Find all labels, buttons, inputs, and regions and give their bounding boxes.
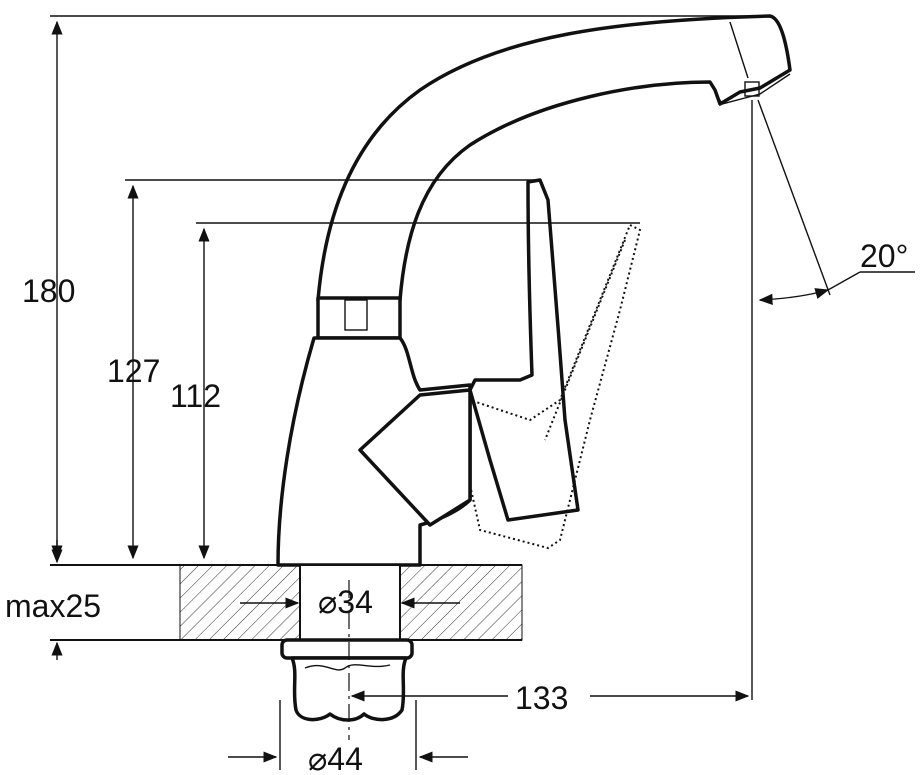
spout-collar <box>316 296 402 340</box>
dim-overall-height <box>50 15 770 560</box>
dim-label-133-bg <box>508 676 590 714</box>
dim-label-127: 127 <box>107 353 160 389</box>
dim-label-44: ⌀44 <box>308 741 363 775</box>
dim-lever-height <box>125 179 540 560</box>
dim-body-height <box>196 222 640 560</box>
dim-base-diameter <box>228 700 468 770</box>
spout <box>316 14 792 302</box>
dim-label-20deg: 20° <box>860 238 908 274</box>
faucet-body <box>276 336 472 567</box>
lever-alternate-position <box>469 223 642 550</box>
dim-label-max25: max25 <box>5 588 101 624</box>
lever <box>468 178 580 522</box>
dim-label-180: 180 <box>22 273 75 309</box>
dim-label-133: 133 <box>515 680 568 716</box>
dim-label-34: ⌀34 <box>318 584 373 620</box>
dim-spout-angle <box>757 99 915 305</box>
dim-label-112: 112 <box>170 378 221 414</box>
